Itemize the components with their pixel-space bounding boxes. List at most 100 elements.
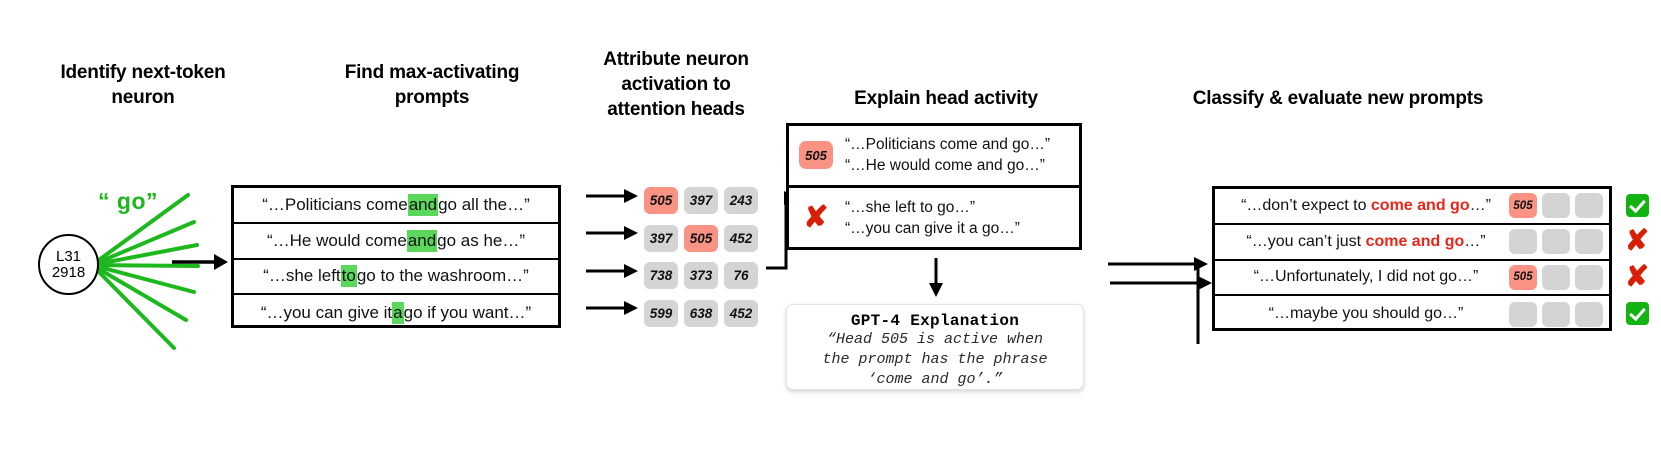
quote-line: “…Politicians come and go…” [845,136,1051,154]
arrow-into-classify-icon [1110,276,1212,290]
classify-prompt-text: “…don’t expect to come and go…” [1223,197,1509,215]
head-chip[interactable]: 452 [724,299,758,327]
classify-prompt-text: “…Unfortunately, I did not go…” [1223,268,1509,286]
prompt-row[interactable]: “…He would come and go as he…” [234,224,558,260]
explain-positive-quotes: “…Politicians come and go…” “…He would c… [845,134,1050,176]
prompt-row[interactable]: “…Politicians come and go all the…” [234,188,558,224]
arrow-prompt-to-heads-icon [586,264,638,278]
head-chip[interactable]: 638 [684,299,718,327]
arrow-prompt-to-heads-icon [586,189,638,203]
activating-token-highlight: and [407,193,439,216]
stage-title-explain: Explain head activity [854,88,1038,109]
prompt-text-before: “…she left [263,266,341,286]
head-chip[interactable] [1542,264,1570,290]
classify-row[interactable]: “…you can’t just come and go…” [1215,225,1609,261]
stage-title-classify: Classify & evaluate new prompts [1192,88,1484,109]
explain-negative-row[interactable]: ✘ “…she left to go…” “…you can give it a… [789,188,1079,250]
x-mark-icon: ✘ [1624,224,1650,257]
head-chip[interactable] [1509,229,1537,255]
head-chip-set [1509,229,1603,255]
head-chip[interactable]: 738 [644,262,678,290]
prompt-text-after: go all the…” [438,194,530,214]
classify-evaluate-box: “…don’t expect to come and go…” 505 “…yo… [1212,186,1612,331]
max-activating-prompts-box: “…Politicians come and go all the…” “…He… [231,185,561,328]
verdict-incorrect: ✘ [1622,262,1652,292]
head-chip[interactable] [1542,301,1570,327]
head-chip[interactable]: 397 [644,224,678,252]
prompt-text-after: go if you want…” [403,303,532,323]
gpt4-card-title: GPT-4 Explanation [850,312,1020,330]
head-chip-set: 505 [1509,193,1603,219]
classify-row[interactable]: “…Unfortunately, I did not go…” 505 [1215,261,1609,297]
head-attribution-row: 397 505 452 [644,220,764,258]
prompt-text-before: “…maybe you should go…” [1268,305,1464,323]
quote-line: “…she left to go…” [845,199,976,217]
x-mark-icon: ✘ [1624,260,1650,293]
prompt-text-after: …” [1464,232,1486,250]
prompt-row[interactable]: “…you can give it a go if you want…” [234,295,558,331]
head-chip[interactable]: 373 [684,262,718,290]
head-chip[interactable]: 505 [684,224,718,252]
prompt-row[interactable]: “…she left to go to the washroom…” [234,260,558,296]
neuron-layer-label: L31 [55,247,82,265]
arrow-explain-to-gpt-icon [929,258,943,297]
head-chip[interactable] [1575,193,1603,219]
head-chip[interactable]: 505 [644,187,678,215]
head-chip[interactable] [1509,301,1537,327]
prompt-text-before: “…you can give it [260,303,393,323]
verdict-incorrect: ✘ [1622,226,1652,256]
head-chip[interactable]: 76 [724,262,758,290]
gpt4-explanation-line: ‘come and go’.” [867,371,1003,388]
prompt-phrase-bold: come and go [1365,232,1465,250]
arrow-prompt-to-heads-icon [586,226,638,240]
arrow-gpt-to-classify-icon [1108,257,1208,344]
head-chip-set: 505 [1509,264,1603,290]
classify-prompt-text: “…maybe you should go…” [1223,305,1509,323]
activating-token-highlight: a [392,302,404,325]
gpt4-explanation-card: GPT-4 Explanation “Head 505 is active wh… [786,304,1084,390]
prompt-text-after: go as he…” [437,230,526,250]
head-chip[interactable] [1575,301,1603,327]
gpt4-explanation-line: the prompt has the phrase [822,351,1048,368]
head-chip[interactable]: 505 [1509,264,1537,290]
verdict-correct [1622,190,1652,220]
head-chip[interactable]: 243 [724,187,758,215]
explain-positive-row[interactable]: 505 “…Politicians come and go…” “…He wou… [789,126,1079,188]
prompt-text-before: “…you can’t just [1246,232,1366,250]
classify-row[interactable]: “…don’t expect to come and go…” 505 [1215,189,1609,225]
activating-token-highlight: to [340,265,357,288]
quote-line: “…you can give it a go…” [845,220,1020,238]
explain-negative-quotes: “…she left to go…” “…you can give it a g… [845,197,1020,239]
head-chip[interactable]: 452 [724,224,758,252]
x-mark-icon: ✘ [803,201,829,235]
check-mark-icon [1625,301,1649,325]
prompt-text-before: “…Politicians come [262,194,408,214]
prompt-text-after: …” [1469,196,1491,214]
head-chip[interactable] [1575,264,1603,290]
head-chip[interactable] [1542,193,1570,219]
head-attribution-row: 599 638 452 [644,295,764,333]
gpt4-explanation-line: “Head 505 is active when [826,331,1044,348]
head-chip[interactable] [1575,229,1603,255]
arrow-neuron-to-prompts-icon [172,254,228,270]
classify-row[interactable]: “…maybe you should go…” [1215,296,1609,332]
head-attribution-row: 738 373 76 [644,257,764,295]
head-chip[interactable]: 397 [684,187,718,215]
next-token-label: “ go” [98,188,158,214]
neuron-rays-icon [90,193,200,350]
verdict-correct [1622,298,1652,328]
prompt-text-after: go to the washroom…” [356,266,529,286]
head-attribution-row: 505 397 243 [644,182,764,220]
head-chip[interactable] [1542,229,1570,255]
prompt-text-before: “…Unfortunately, I did not go…” [1253,268,1479,286]
head-chip[interactable]: 505 [1509,193,1537,219]
quote-line: “…He would come and go…” [845,157,1045,175]
head-chip[interactable]: 599 [644,299,678,327]
neuron-node[interactable]: L31 2918 [38,234,99,295]
neuron-index-label: 2918 [51,263,86,281]
activating-token-highlight: and [406,229,438,252]
